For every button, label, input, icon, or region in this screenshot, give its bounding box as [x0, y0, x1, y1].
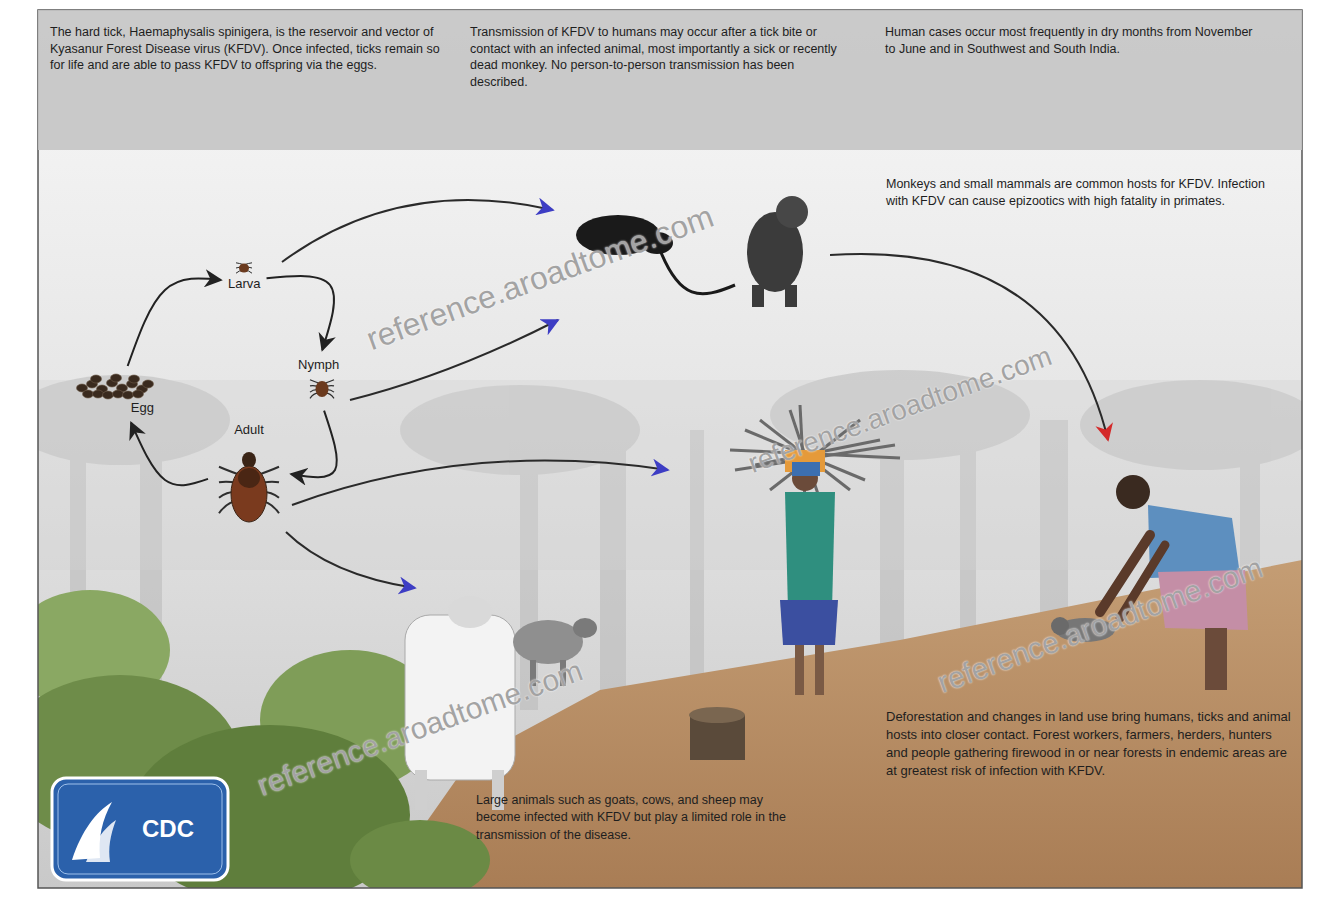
cdc-logo [52, 778, 228, 880]
tick-egg [83, 390, 94, 398]
tick-body [239, 264, 249, 273]
life-stage: Adult [212, 420, 286, 536]
cdc-logo [86, 820, 116, 862]
info-band: The hard tick, Haemaphysalis spinigera, … [38, 10, 1302, 150]
tick-egg [113, 390, 124, 398]
cow [448, 596, 492, 628]
monkey [776, 196, 808, 228]
watermark: reference.aroadtome.com [362, 198, 719, 358]
label-holder: CDC [118, 812, 218, 845]
rodent [660, 250, 735, 294]
host-note: Monkeys and small mammals are common hos… [886, 176, 1271, 211]
cdc-logo [52, 778, 228, 880]
nymph-icon [305, 373, 339, 405]
tick-egg [93, 390, 104, 398]
tick-egg [91, 375, 102, 383]
tick-body [231, 466, 267, 522]
goat [573, 618, 597, 638]
tick-egg [111, 374, 122, 382]
watermark-holder: reference.aroadtome.com [744, 340, 1056, 480]
crouching-man [1205, 628, 1227, 690]
life-stage: Nymph [296, 355, 341, 407]
monkey [752, 285, 764, 307]
foliage [350, 820, 490, 888]
larva-icon [233, 260, 255, 276]
watermark-holder: reference.aroadtome.com [253, 653, 587, 802]
egg-icon [74, 372, 154, 400]
tick-body [316, 381, 329, 397]
tick-egg [123, 391, 134, 399]
tick-scutum [238, 468, 260, 488]
watermark-holder: reference.aroadtome.com [933, 550, 1267, 699]
tick-egg [133, 390, 144, 398]
life-stage: Egg [72, 370, 156, 418]
scene [38, 10, 1302, 888]
transmission-arrows [286, 532, 415, 588]
tree-stump [689, 707, 745, 723]
tick-egg [129, 375, 140, 383]
stage-label: Egg [131, 400, 154, 416]
watermark: reference.aroadtome.com [933, 550, 1267, 699]
cdc-logo [58, 784, 222, 874]
transmission-arrows [282, 200, 553, 262]
adult-icon [214, 438, 284, 534]
label-holder: Monkeys and small mammals are common hos… [886, 176, 1271, 211]
label-holder: Deforestation and changes in land use br… [886, 708, 1291, 780]
life-cycle-arrow [267, 276, 335, 350]
tick-egg [143, 380, 154, 388]
mist [38, 380, 1302, 570]
transmission-arrows [282, 200, 1108, 588]
band-note: Human cases occur most frequently in dry… [885, 24, 1265, 57]
transmission-arrows [292, 461, 668, 505]
watermark: reference.aroadtome.com [253, 653, 587, 802]
livestock-note: Large animals such as goats, cows, and s… [476, 792, 796, 844]
watermark-holder: reference.aroadtome.com [362, 198, 719, 358]
monkey [747, 196, 808, 307]
woman-with-firewood [785, 492, 835, 610]
life-cycle-arrow [131, 423, 208, 486]
tree-stump [689, 707, 745, 760]
woman-with-firewood [780, 600, 838, 645]
watermark: reference.aroadtome.com [744, 340, 1056, 480]
label-holder: Large animals such as goats, cows, and s… [476, 792, 796, 844]
crouching-man [1116, 475, 1150, 509]
risk-note: Deforestation and changes in land use br… [886, 708, 1291, 780]
frame [38, 10, 1302, 888]
stage-label: Adult [234, 422, 264, 438]
life-cycle-arrow [291, 411, 337, 478]
band-note: Transmission of KFDV to humans may occur… [470, 24, 845, 90]
woman-with-firewood [815, 645, 824, 695]
cow [415, 770, 427, 810]
life-cycle-arrow [128, 278, 221, 366]
tick-egg [103, 391, 114, 399]
stage-label: Larva [228, 276, 261, 292]
band-note: The hard tick, Haemaphysalis spinigera, … [50, 24, 445, 74]
cdc-wordmark: CDC [118, 812, 218, 845]
life-stage: Larva [226, 258, 263, 294]
monkey [785, 285, 797, 307]
woman-with-firewood [795, 645, 804, 695]
stage-label: Nymph [298, 357, 339, 373]
